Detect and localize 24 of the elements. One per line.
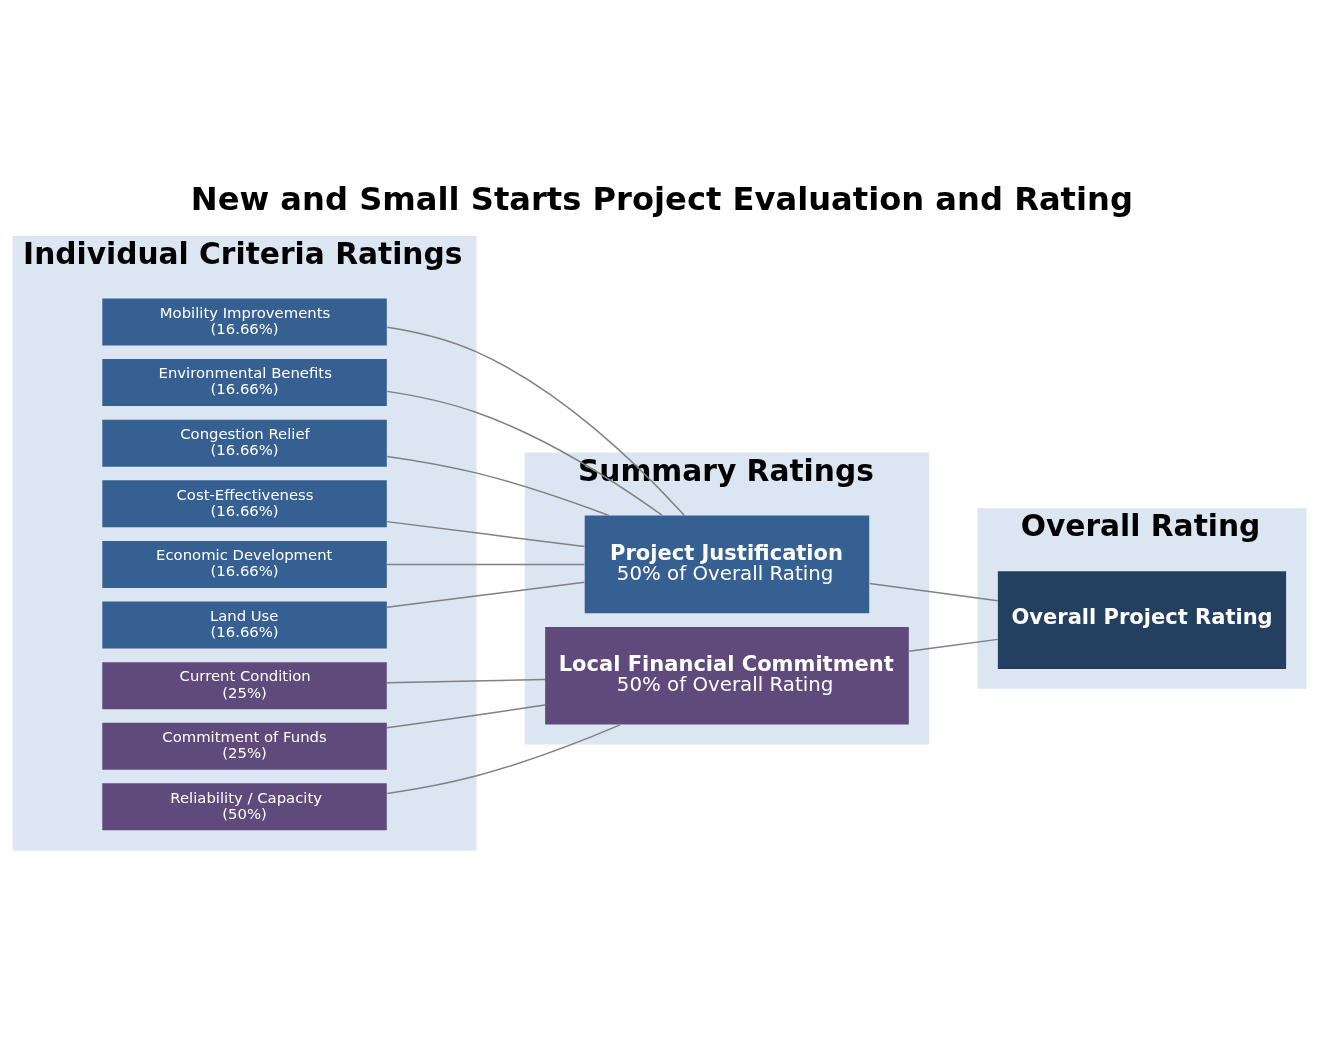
node-box: Cost-Effectiveness (16.66%) <box>102 480 387 528</box>
connector <box>868 582 999 602</box>
connector <box>386 704 546 729</box>
node-box: Current Condition (25%) <box>102 662 387 710</box>
node-box: Congestion Relief (16.66%) <box>102 419 387 467</box>
connector <box>386 326 686 517</box>
node-box: Economic Development (16.66%) <box>102 540 387 588</box>
connector <box>386 390 663 517</box>
node-box: Environmental Benefits (16.66%) <box>102 359 387 407</box>
node-box: Reliability / Capacity (50%) <box>102 783 387 831</box>
connector <box>386 455 610 517</box>
connector <box>386 581 586 608</box>
connector <box>386 520 586 548</box>
connector <box>386 724 621 795</box>
node-box: Project Justification 50% of Overall Rating <box>584 515 870 614</box>
node-box: Overall Project Rating <box>997 571 1287 669</box>
node-box: Land Use (16.66%) <box>102 601 387 649</box>
node-box: Commitment of Funds (25%) <box>102 722 387 770</box>
connector <box>386 563 586 566</box>
connector <box>908 638 999 653</box>
diagram-title: New and Small Starts Project Evaluation and Rating <box>190 180 1133 219</box>
node-box: Mobility Improvements (16.66%) <box>102 298 387 346</box>
connector <box>386 678 546 684</box>
node-box: Local Financial Commitment 50% of Overall Rating <box>545 626 909 725</box>
